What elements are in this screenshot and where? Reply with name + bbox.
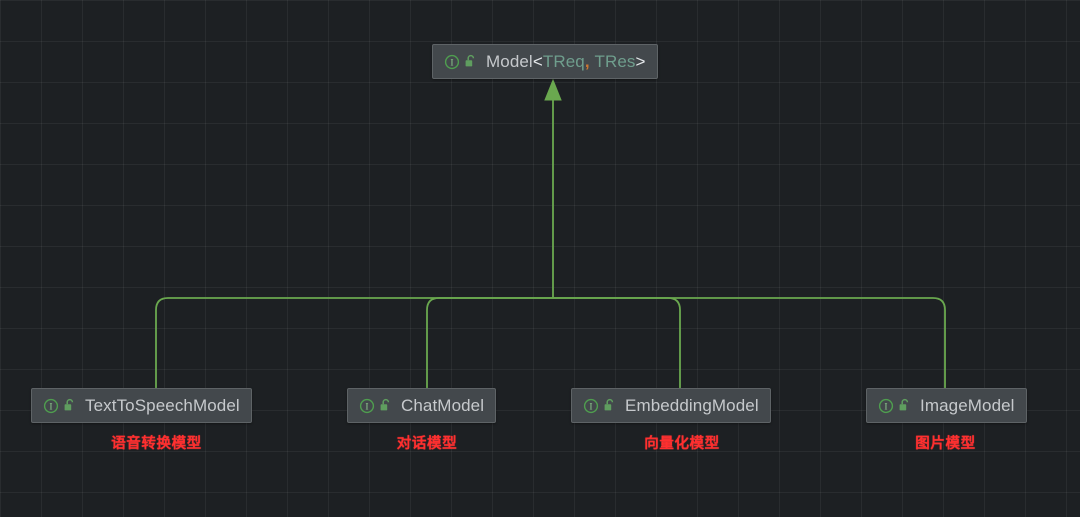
svg-text:I: I: [589, 402, 592, 412]
node-image-model-label: ImageModel: [920, 396, 1015, 415]
generic-close-bracket: >: [635, 52, 646, 71]
interface-icon: I: [43, 398, 59, 413]
svg-text:I: I: [49, 402, 52, 412]
interface-icon: I: [359, 398, 375, 413]
node-chat-model[interactable]: I ChatModel: [347, 388, 497, 423]
edge-branch-image: [553, 297, 946, 388]
unlocked-padlock-icon: [64, 398, 74, 411]
edge-branch-chat: [426, 297, 553, 388]
svg-text:I: I: [450, 58, 453, 68]
interface-icon: I: [444, 54, 460, 69]
svg-text:I: I: [884, 402, 887, 412]
edge-branch-text-to-speech: [155, 297, 553, 388]
node-text-to-speech-model-label: TextToSpeechModel: [85, 396, 240, 415]
node-text-to-speech-model[interactable]: I TextToSpeechModel: [31, 388, 252, 423]
generic-open-bracket: <: [532, 52, 543, 71]
node-image-model[interactable]: I ImageModel: [866, 388, 1027, 423]
node-model[interactable]: I Model<TReq, TRes>: [432, 44, 658, 79]
inheritance-arrowhead: [544, 78, 562, 101]
note-text-to-speech-model: 语音转换模型: [111, 436, 202, 452]
edge-branch-embedding: [553, 297, 681, 388]
note-embedding-model: 向量化模型: [644, 436, 720, 452]
interface-icon: I: [878, 398, 894, 413]
svg-text:I: I: [365, 402, 368, 412]
unlocked-padlock-icon: [604, 398, 614, 411]
node-embedding-model[interactable]: I EmbeddingModel: [571, 388, 771, 423]
generic-comma: ,: [584, 52, 590, 71]
generic-param-treq: TReq: [542, 52, 585, 71]
node-model-label-base: Model: [486, 52, 533, 71]
interface-icon: I: [583, 398, 599, 413]
generic-param-tres: TRes: [594, 52, 636, 71]
unlocked-padlock-icon: [465, 54, 475, 67]
node-model-label: Model<TReq, TRes>: [486, 53, 646, 70]
unlocked-padlock-icon: [899, 398, 909, 411]
node-embedding-model-label: EmbeddingModel: [625, 396, 759, 415]
unlocked-padlock-icon: [380, 398, 390, 411]
note-image-model: 图片模型: [915, 436, 976, 452]
node-chat-model-label: ChatModel: [401, 396, 485, 415]
note-chat-model: 对话模型: [396, 436, 458, 452]
